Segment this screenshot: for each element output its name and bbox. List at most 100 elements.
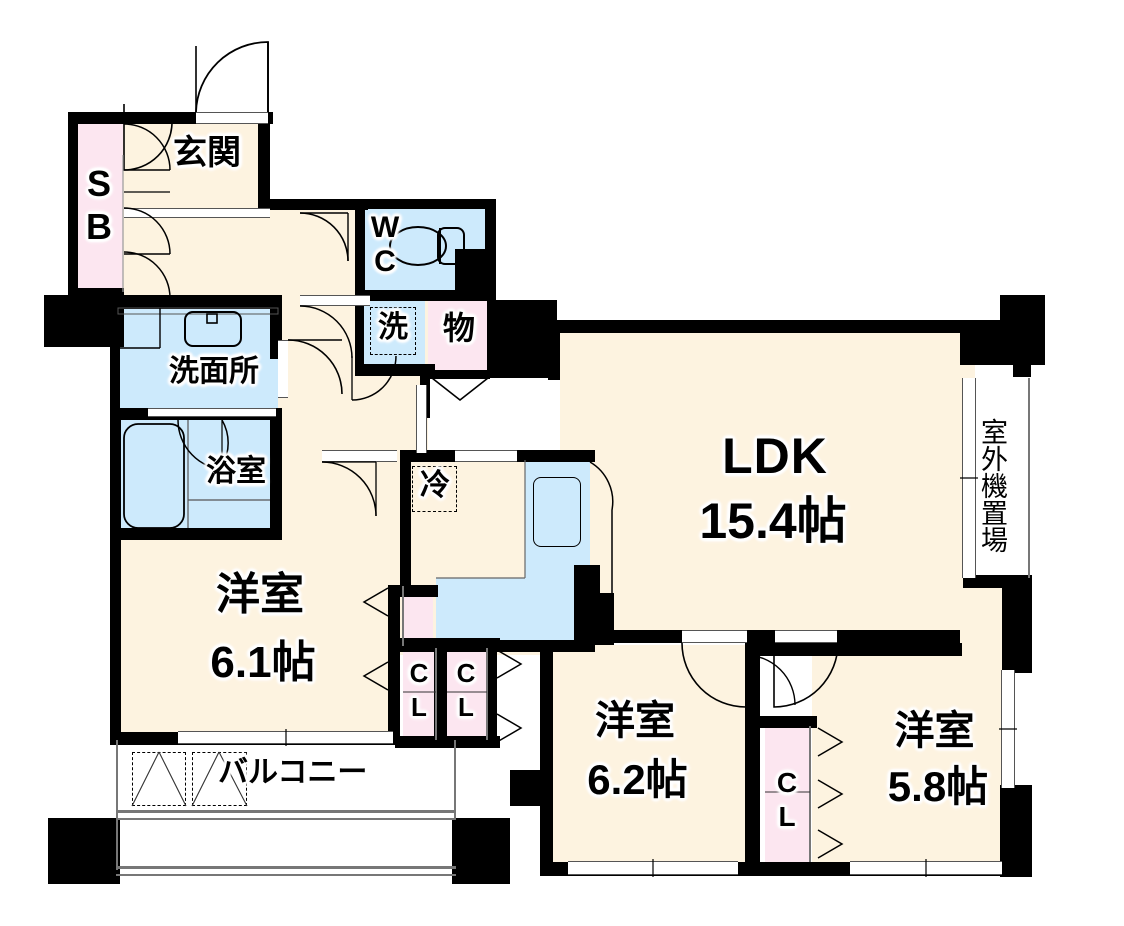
label-senmenjo: 洗面所	[169, 355, 259, 388]
window-room3-bottom[interactable]	[850, 861, 1002, 875]
window-outdoor-unit[interactable]	[962, 378, 976, 578]
label-room1-name: 洋室	[216, 570, 304, 619]
closet-fill-cl2	[447, 648, 487, 740]
door-kitchen-top[interactable]	[455, 450, 517, 462]
wall-cl-bottom	[395, 736, 500, 748]
wall-room2-left	[540, 645, 553, 875]
wall-genkan-right	[258, 112, 270, 210]
balcony-rail-inner	[116, 818, 456, 820]
wall-genkan-left	[68, 112, 78, 295]
wall-wc-left	[355, 199, 365, 299]
closet-fill-cl1	[403, 648, 436, 740]
wall-cl3-top	[757, 716, 817, 728]
door-senmenjo[interactable]	[278, 340, 288, 398]
label-ldk-name: LDK	[722, 428, 828, 484]
wall-room2-left-jog	[510, 770, 542, 806]
label-bathroom: 浴室	[206, 455, 266, 488]
wall-wc-bottom	[355, 290, 496, 301]
balcony-rail-bottom	[116, 866, 456, 869]
label-cl3-l: L	[778, 801, 796, 832]
label-storage: 物	[442, 310, 475, 346]
label-cl2-l: L	[458, 692, 474, 722]
wall-ldk-left-lower2	[574, 593, 614, 645]
wall-washer-left	[355, 300, 364, 372]
room-fill-ldk	[560, 330, 960, 640]
wall-washer-bottom	[355, 364, 435, 376]
room-fill-room1	[118, 532, 400, 744]
wall-exterior-bottom-left	[48, 818, 120, 884]
wall-kitchen-left-jog	[400, 585, 438, 597]
label-cl1-c: C	[409, 658, 429, 688]
wall-wc-top	[355, 199, 495, 209]
label-fridge: 冷	[420, 469, 450, 502]
wall-ldk-top	[552, 320, 964, 333]
fridge-dash-box	[412, 466, 457, 512]
balcony-dash-box-1	[132, 752, 186, 806]
label-outdoor-unit: 室外機置場	[977, 417, 1007, 553]
label-genkan: 玄関	[173, 134, 241, 172]
wall-sb-bottom	[68, 288, 124, 297]
label-wc-line1: W	[370, 211, 400, 244]
door-ldk-right[interactable]	[775, 630, 837, 643]
wall-room1-right	[388, 585, 400, 745]
wall-exterior-bottom-right	[452, 818, 510, 884]
label-wc-line2: C	[374, 245, 396, 278]
wall-room1-left	[110, 528, 121, 743]
room-fill-shoebox	[75, 120, 123, 295]
wall-kitchen-left	[400, 450, 411, 595]
wall-ldk-left-lower	[574, 565, 600, 593]
wall-ldk-bottom-left	[596, 630, 706, 643]
wall-ldk-bottom-mid	[745, 630, 761, 643]
closet-fill-cl3	[765, 725, 810, 870]
wall-storage-right-upper	[487, 300, 557, 340]
label-room2-name: 洋室	[595, 699, 675, 743]
balcony-rail-outer	[116, 810, 456, 813]
label-shoebox-line1: S	[86, 163, 111, 204]
kitchen-sink	[533, 477, 581, 547]
label-ldk-area: 15.4帖	[699, 493, 847, 549]
washer-dash-box	[370, 307, 416, 355]
door-hall-left[interactable]	[300, 295, 370, 306]
label-shoebox-line2: B	[86, 206, 112, 247]
wall-senmenjo-left	[110, 295, 120, 420]
wall-ldk-top-right-connect	[960, 320, 1020, 365]
balcony-edge-left	[116, 740, 118, 870]
entrance-door-sash[interactable]	[196, 112, 268, 124]
wall-senmenjo-top	[110, 295, 280, 309]
room-fill-storage	[428, 300, 490, 378]
outdoor-unit-edge-right	[1028, 378, 1030, 578]
label-room2-area: 6.2帖	[587, 756, 688, 803]
wall-cl-split	[434, 645, 447, 741]
wall-bath-bottom	[110, 528, 282, 540]
wall-room3-top	[760, 643, 962, 656]
wall-hall-top	[258, 199, 368, 210]
wall-room3-right-upper	[1002, 643, 1032, 673]
door-corridor[interactable]	[322, 450, 397, 462]
label-room3-area: 5.8帖	[887, 763, 989, 810]
window-room2-bottom[interactable]	[568, 861, 738, 875]
label-room3-name: 洋室	[894, 709, 975, 753]
wall-ldk-left-upper	[548, 320, 560, 380]
label-cl3-c: C	[776, 767, 798, 798]
door-ldk-left[interactable]	[682, 630, 747, 643]
label-cl2-c: C	[456, 658, 476, 688]
wall-ldk-right	[1013, 365, 1031, 377]
balcony-rail-bottom2	[116, 874, 456, 876]
room-fill-room3	[812, 645, 1002, 870]
door-hall-vertical[interactable]	[416, 385, 427, 453]
door-genkan-inner[interactable]	[124, 208, 270, 218]
kitchen-counter-horizontal	[436, 578, 590, 640]
wall-room3-right-lower	[1000, 785, 1032, 877]
window-room1-balcony[interactable]	[178, 731, 393, 744]
label-cl1-l: L	[411, 692, 427, 722]
wall-storage-bottom	[428, 370, 490, 379]
label-washer: 洗	[378, 311, 408, 344]
wall-cl3-bottom	[757, 862, 819, 876]
window-bath-partition	[148, 408, 276, 417]
balcony-edge-right	[454, 740, 456, 818]
wall-room2-right	[745, 643, 760, 875]
label-room1-area: 6.1帖	[210, 638, 316, 687]
wall-bath-left	[110, 412, 121, 540]
label-balcony: バルコニー	[218, 756, 368, 789]
